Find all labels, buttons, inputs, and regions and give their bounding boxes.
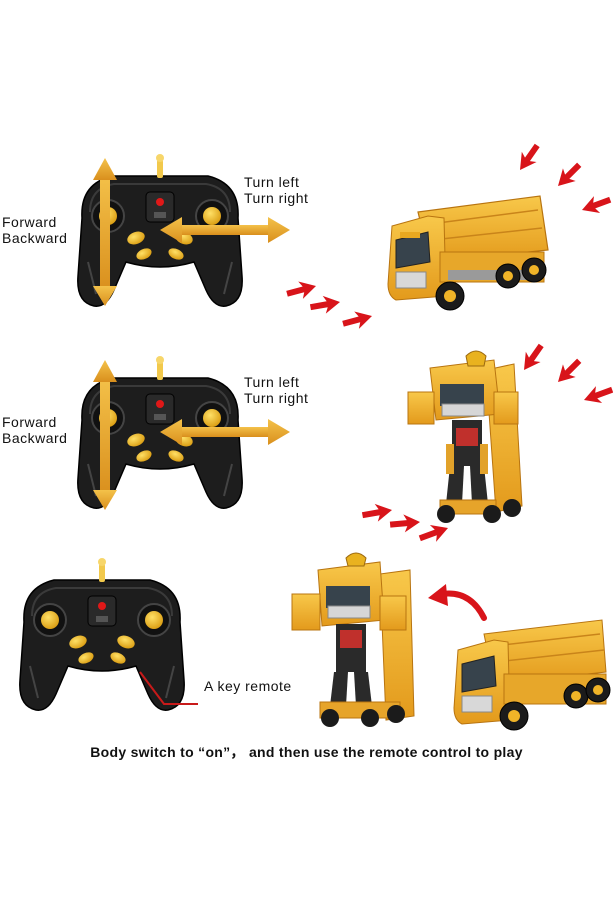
controller-2 (76, 355, 290, 510)
turn-arrow-1 (160, 217, 290, 243)
controller-1 (76, 153, 290, 308)
turn-arrow-2 (160, 419, 290, 445)
forward-label-1: Forward (2, 214, 57, 230)
caption: Body switch to “on”， and then use the re… (90, 744, 523, 760)
key-leader-line (139, 671, 198, 705)
dump-truck-1 (387, 195, 549, 311)
transform-arrow (428, 584, 487, 621)
key-remote-label: A key remote (204, 678, 292, 694)
turn-right-label-1: Turn right (244, 190, 309, 206)
forward-label-2: Forward (2, 414, 57, 430)
forward-backward-arrow-2 (93, 360, 117, 510)
forward-backward-arrow-1 (93, 158, 117, 306)
robot-standing (291, 552, 415, 727)
backward-label-2: Backward (2, 430, 68, 446)
dump-truck-2 (453, 619, 611, 731)
backward-label-1: Backward (2, 230, 68, 246)
turn-left-label-1: Turn left (244, 174, 300, 190)
robot-transforming (407, 350, 523, 523)
turn-left-label-2: Turn left (244, 374, 300, 390)
controller-3 (18, 557, 186, 712)
turn-right-label-2: Turn right (244, 390, 309, 406)
